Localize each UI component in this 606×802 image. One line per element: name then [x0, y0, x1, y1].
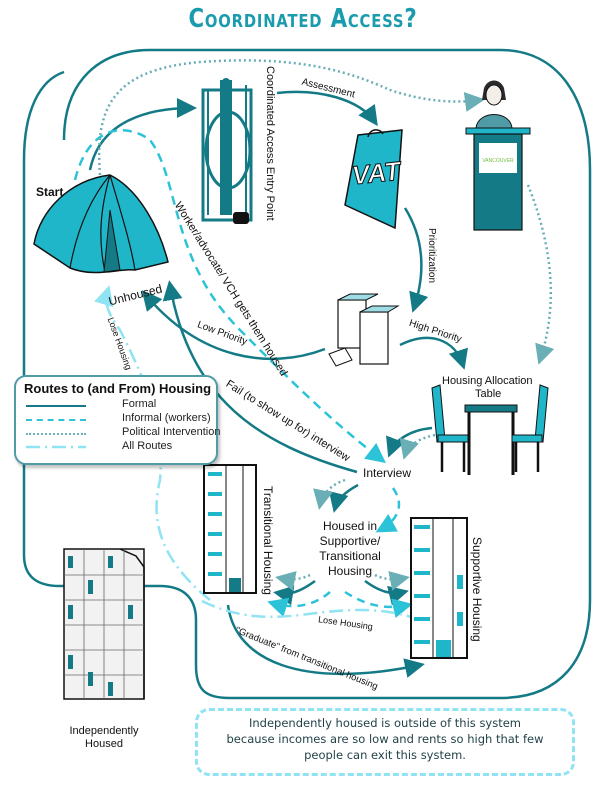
- supportive-label: Supportive Housing: [470, 537, 484, 642]
- housed-label-2: Supportive/: [319, 534, 381, 548]
- note-box: Independently housed is outside of this …: [195, 708, 575, 776]
- route-political-to-transitional: [275, 571, 311, 591]
- legend-label: Formal: [122, 398, 157, 410]
- route-political-to-supportive: [374, 571, 410, 591]
- route-interview-to-housed: [328, 483, 359, 513]
- route-fail-interview: [162, 280, 358, 474]
- independent-label-2: Housed: [85, 738, 123, 750]
- supportive-building-icon: [410, 517, 468, 659]
- housed-label-3: Transitional: [319, 549, 381, 563]
- route-informal-interview-to-housed: [375, 487, 401, 533]
- formal-swatch: [26, 405, 86, 407]
- route-informal-to-supportive: [344, 590, 413, 618]
- legend-item: Informal (workers): [26, 412, 216, 427]
- transitional-label: Transitional Housing: [261, 486, 275, 595]
- diagram-title: Coordinated Access?: [188, 4, 418, 34]
- interview-label: Interview: [363, 466, 412, 480]
- entry-point-label: Coordinated Access Entry Point: [264, 66, 276, 221]
- route-high-priority: [399, 336, 468, 370]
- route-lose-housing-bottom: [199, 598, 421, 622]
- legend-label: All Routes: [122, 440, 173, 452]
- informal-swatch: [26, 419, 86, 421]
- all-routes-swatch: [26, 445, 86, 449]
- legend-item: Political Intervention: [26, 426, 220, 441]
- legend-item: All Routes: [26, 440, 216, 455]
- note-line-1: Independently housed is outside of this …: [248, 716, 522, 730]
- housed-label-1: Housed in: [322, 519, 378, 533]
- route-table-to-interview: [386, 426, 433, 458]
- paper-stacks-icon: [328, 293, 400, 367]
- route-political-interview-to-housed: [313, 478, 346, 510]
- gate-icon: [201, 78, 253, 224]
- route-political-table-to-interview: [399, 433, 436, 460]
- route-housed-to-supportive: [364, 579, 409, 606]
- route-political-to-podium: [97, 59, 485, 176]
- route-political-to-table: [526, 184, 555, 365]
- note-line-3: people can exit this system.: [304, 748, 466, 762]
- independent-building-icon: [63, 548, 145, 700]
- table-chairs-icon: [431, 384, 549, 475]
- system-boundary: [22, 48, 592, 700]
- route-start-to-entry: [88, 98, 197, 171]
- housing-allocation-label-1: Housing Allocation: [442, 375, 533, 387]
- podium-speaker-icon: VANCOUVER: [465, 80, 531, 231]
- legend-item: Formal: [26, 398, 216, 413]
- start-label: Start: [36, 185, 64, 199]
- housed-label-4: Housing: [327, 564, 373, 578]
- independent-label-1: Independently: [69, 725, 139, 737]
- political-swatch: [26, 433, 86, 435]
- route-low-priority: [141, 290, 326, 360]
- note-line-2: because incomes are so low and rents so …: [226, 732, 544, 746]
- route-housed-to-transitional: [273, 579, 316, 606]
- route-assessment: [276, 90, 378, 127]
- vat-label: VAT: [350, 155, 402, 191]
- svg-text:VANCOUVER: VANCOUVER: [482, 158, 514, 164]
- legend-title: Routes to (and From) Housing: [24, 381, 212, 396]
- legend-label: Informal (workers): [122, 412, 211, 424]
- legend-label: Political Intervention: [122, 426, 221, 438]
- housing-allocation-label-2: Table: [475, 388, 502, 400]
- route-informal-to-transitional: [267, 591, 331, 617]
- vat-clipboard-icon: [344, 129, 403, 230]
- route-prioritization: [403, 207, 429, 313]
- route-graduate: [226, 604, 425, 678]
- transitional-building-icon: [203, 464, 257, 594]
- tent-icon: [33, 174, 169, 274]
- route-legend: Routes to (and From) Housing Formal Info…: [14, 375, 220, 465]
- prioritization-label: Prioritization: [426, 228, 437, 284]
